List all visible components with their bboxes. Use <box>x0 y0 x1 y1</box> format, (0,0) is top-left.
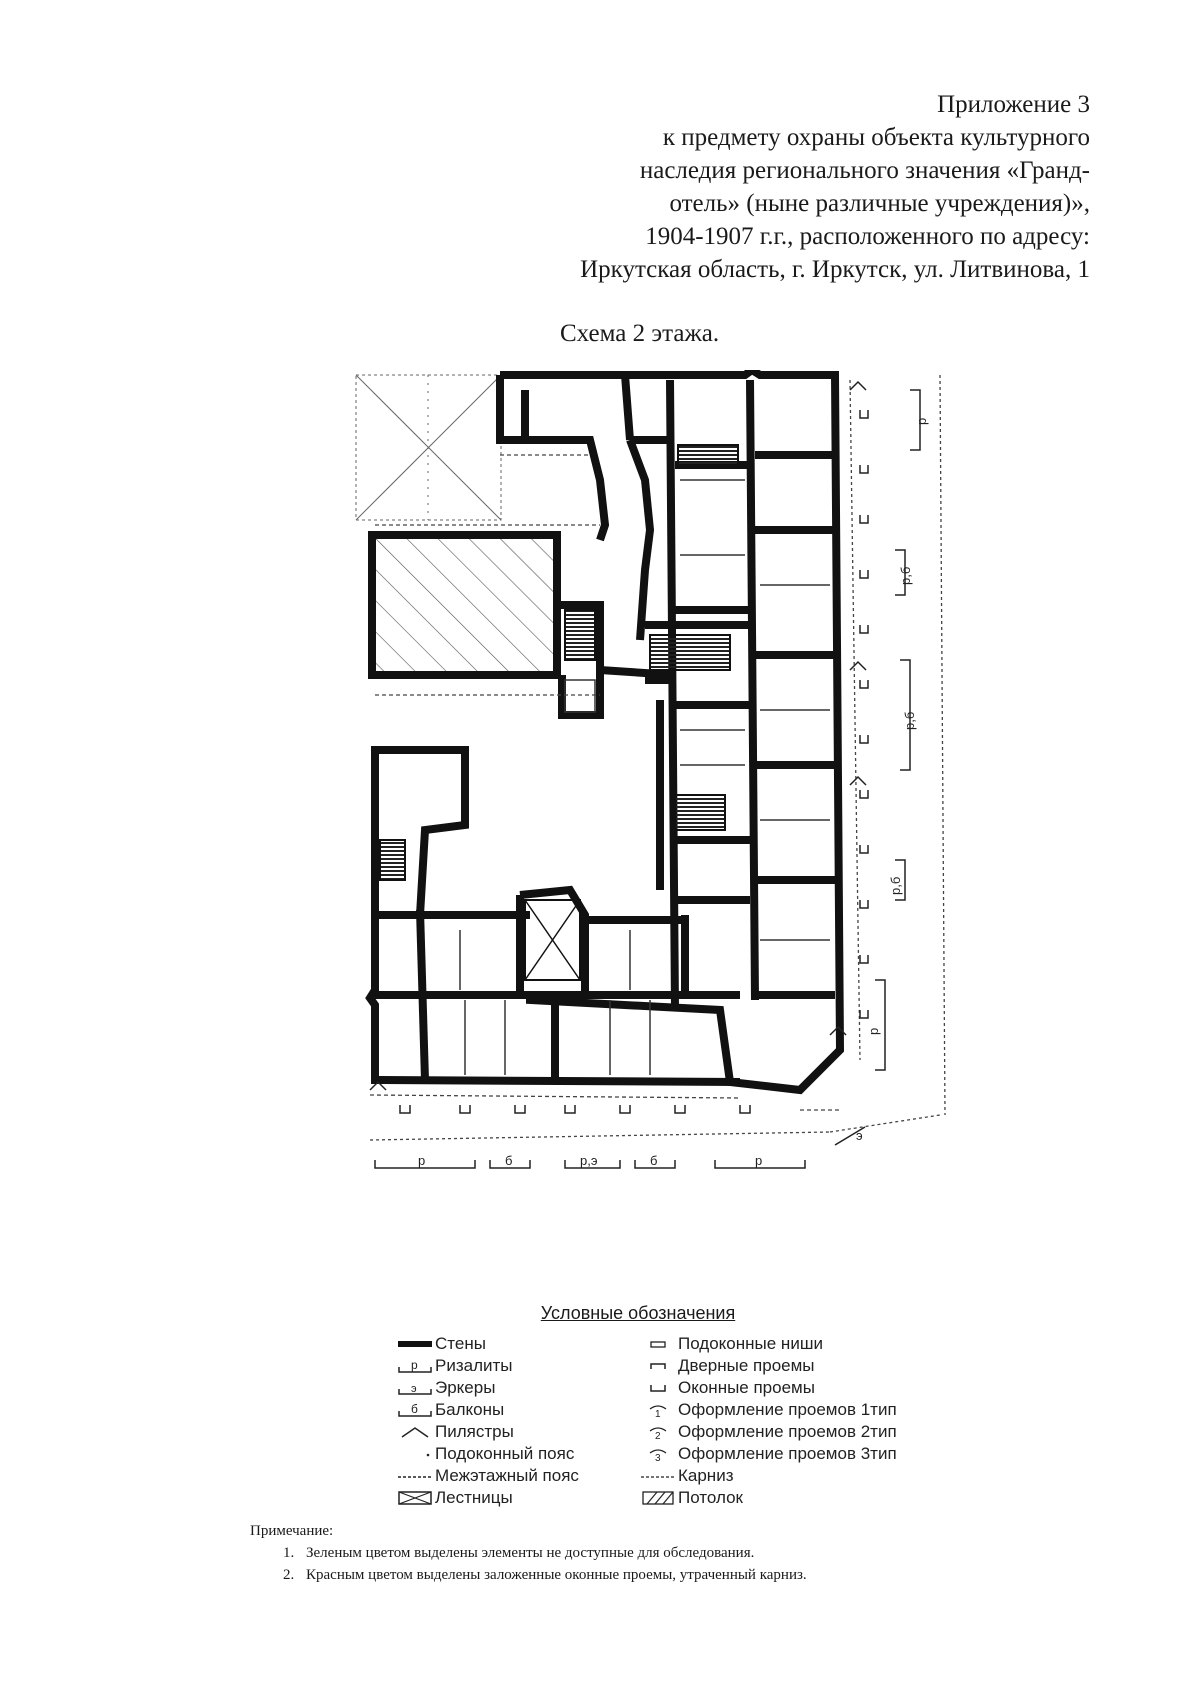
legend-item-door-openings: Дверные проемы <box>638 1355 897 1377</box>
bracket-label: р,б <box>898 567 913 585</box>
note-title: Примечание: <box>250 1523 334 1539</box>
legend-item-floor-belt: Межэтажный пояс <box>395 1465 579 1487</box>
bracket-label: б <box>505 1153 512 1168</box>
legend-item-erkers: э Эркеры <box>395 1377 579 1399</box>
legend-item-pilasters: Пилястры <box>395 1421 579 1443</box>
legend-label: Подоконные ниши <box>678 1334 823 1353</box>
bracket-label: р,б <box>888 877 903 895</box>
legend-label: Лестницы <box>435 1488 513 1507</box>
door-opening-icon <box>638 1356 678 1376</box>
document-header: Приложение 3 к предмету охраны объекта к… <box>450 88 1090 286</box>
sill-niche-icon <box>638 1334 678 1354</box>
facade-brackets <box>374 389 921 1169</box>
legend-item-opening-type-3: 3 Оформление проемов 3тип <box>638 1443 897 1465</box>
legend-item-sill-niches: Подоконные ниши <box>638 1333 897 1355</box>
erker-icon: э <box>395 1378 435 1398</box>
facade-belts <box>369 374 946 1141</box>
bracket-label: р <box>914 418 929 425</box>
note-item: Зеленым цветом выделены элементы не дост… <box>298 1542 807 1564</box>
cornice-icon <box>638 1466 678 1486</box>
legend-item-balconies: б Балконы <box>395 1399 579 1421</box>
opening-type-icon: 3 <box>638 1444 678 1464</box>
legend-glyph: 1 <box>655 1409 661 1419</box>
note-list: Зеленым цветом выделены элементы не дост… <box>250 1542 807 1586</box>
ceiling-icon <box>638 1488 678 1508</box>
legend-left-column: Стены р Ризалиты э Эркеры б Балконы Пиля… <box>395 1333 579 1509</box>
bracket-label: р,б <box>902 712 917 730</box>
risalit-icon: р <box>395 1356 435 1376</box>
legend-right-column: Подоконные ниши Дверные проемы Оконные п… <box>638 1333 897 1509</box>
legend-label: Ризалиты <box>435 1356 513 1375</box>
wall-icon <box>395 1334 435 1354</box>
building-walls <box>365 370 845 1095</box>
legend-item-ceiling: Потолок <box>638 1487 897 1509</box>
legend-label: Оконные проемы <box>678 1378 815 1397</box>
legend-item-opening-type-2: 2 Оформление проемов 2тип <box>638 1421 897 1443</box>
note-section: Примечание: Зеленым цветом выделены элем… <box>250 1520 807 1586</box>
window-opening-icon <box>638 1378 678 1398</box>
opening-type-icon: 1 <box>638 1400 678 1420</box>
legend-label: Дверные проемы <box>678 1356 815 1375</box>
note-item: Красным цветом выделены заложенные оконн… <box>298 1564 807 1586</box>
hatched-ceiling-hall <box>368 531 561 679</box>
legend-glyph: б <box>411 1402 418 1416</box>
interior-partitions <box>459 479 830 1075</box>
bracket-label: э <box>856 1128 863 1143</box>
bracket-label: р <box>755 1153 762 1168</box>
legend-label: Оформление проемов 2тип <box>678 1422 897 1441</box>
legend-label: Стены <box>435 1334 486 1353</box>
header-line: Приложение 3 <box>937 91 1090 118</box>
header-line: 1904-1907 г.г., расположенного по адресу… <box>645 223 1090 250</box>
sill-belt-icon <box>395 1444 435 1464</box>
bracket-label: р,э <box>580 1153 598 1168</box>
legend-label: Подоконный пояс <box>435 1444 575 1463</box>
header-line: к предмету охраны объекта культурного <box>662 124 1090 151</box>
legend-item-cornice: Карниз <box>638 1465 897 1487</box>
legend-label: Оформление проемов 1тип <box>678 1400 897 1419</box>
legend-label: Балконы <box>435 1400 505 1419</box>
opening-type-icon: 2 <box>638 1422 678 1442</box>
legend-label: Межэтажный пояс <box>435 1466 579 1485</box>
floor-belt-icon <box>395 1466 435 1486</box>
balcony-icon: б <box>395 1400 435 1420</box>
stairs-icon <box>395 1488 435 1508</box>
bracket-label: р <box>418 1153 425 1168</box>
legend-title: Условные обозначения <box>540 1303 736 1323</box>
legend-glyph: р <box>411 1358 418 1372</box>
pilaster-icon <box>395 1422 435 1442</box>
legend-label: Потолок <box>678 1488 743 1507</box>
courtyard-roof <box>355 374 502 521</box>
legend-item-window-openings: Оконные проемы <box>638 1377 897 1399</box>
legend-item-stairs: Лестницы <box>395 1487 579 1509</box>
header-line: наследия регионального значения «Гранд- <box>639 157 1090 184</box>
legend-item-risalits: р Ризалиты <box>395 1355 579 1377</box>
legend-label: Карниз <box>678 1466 734 1485</box>
legend-glyph: э <box>411 1383 417 1395</box>
header-line: Иркутская область, г. Иркутск, ул. Литви… <box>580 256 1090 283</box>
legend-glyph: 2 <box>655 1431 661 1441</box>
legend-label: Пилястры <box>435 1422 514 1441</box>
legend-item-opening-type-1: 1 Оформление проемов 1тип <box>638 1399 897 1421</box>
scheme-title: Схема 2 этажа. <box>560 320 720 347</box>
window-openings <box>369 380 869 1114</box>
stairs <box>379 444 739 981</box>
floor-plan-drawing: р б р,э б р р р,б р,б р,б р э <box>355 370 946 1169</box>
bracket-label: б <box>650 1153 657 1168</box>
header-line: отель» (ныне различные учреждения)», <box>669 190 1090 217</box>
bracket-label: р <box>866 1028 881 1035</box>
legend-item-walls: Стены <box>395 1333 579 1355</box>
legend-label: Оформление проемов 3тип <box>678 1444 897 1463</box>
facade-bracket-labels: р б р,э б р р р,б р,б р,б р э <box>418 418 929 1168</box>
legend-label: Эркеры <box>435 1378 496 1397</box>
legend-glyph: 3 <box>655 1453 661 1463</box>
legend-item-sill-belt: Подоконный пояс <box>395 1443 579 1465</box>
